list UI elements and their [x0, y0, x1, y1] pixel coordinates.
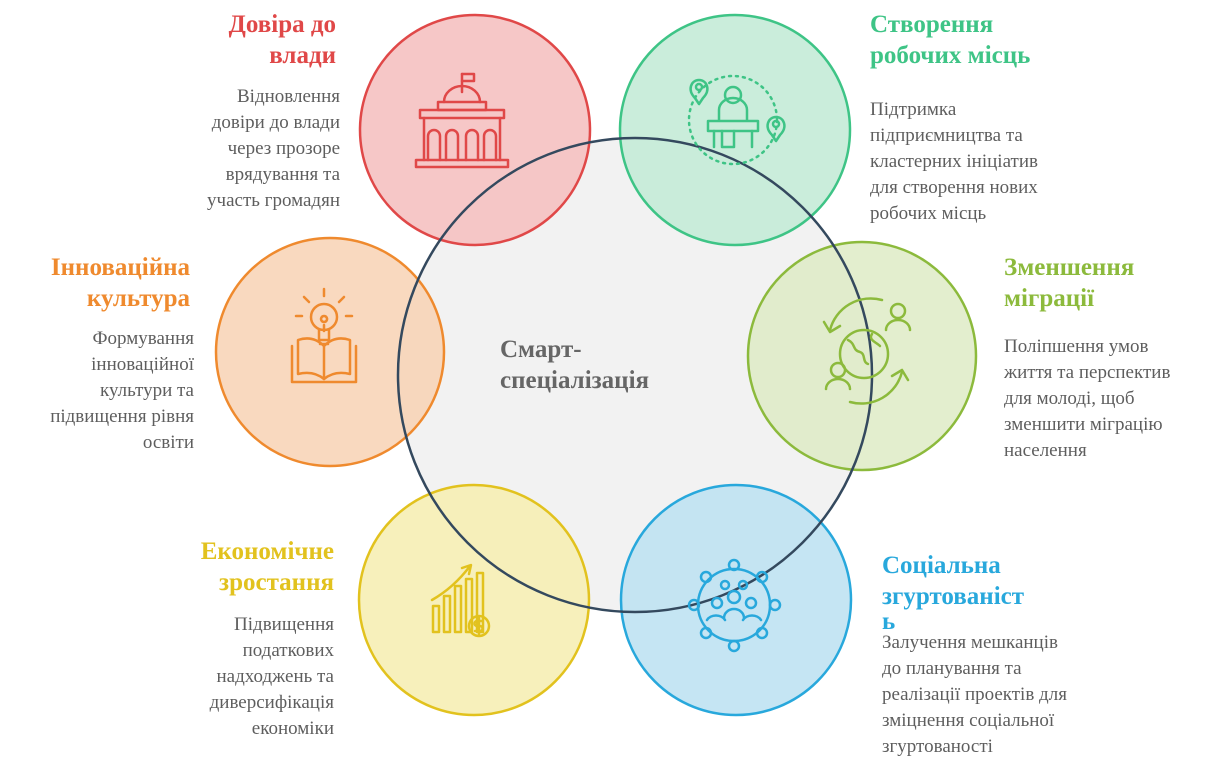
title-economy: Економічне зростання: [130, 536, 334, 598]
desc-trust-line: через прозоре: [227, 138, 340, 159]
desc-jobs-line: для створення нових: [870, 177, 1038, 198]
desc-migration-line: населення: [1004, 440, 1087, 461]
desc-cohesion: Залучення мешканців до планування та реа…: [882, 630, 1132, 760]
community-network-icon: [687, 558, 782, 653]
title-migration-line-2: міграції: [1004, 285, 1095, 312]
desc-innovation-line: культури та: [100, 380, 194, 401]
desc-economy-line: податкових: [242, 640, 334, 661]
title-trust-line-2: влади: [269, 42, 336, 69]
growth-chart-coin-icon: [430, 563, 491, 638]
title-cohesion-line-1: Соціальна: [882, 552, 1001, 579]
workplace-location-icon: [687, 74, 786, 166]
desc-economy: Підвищення податкових надходжень та диве…: [114, 612, 334, 742]
desc-cohesion-line: згуртованості: [882, 736, 993, 757]
desc-innovation-line: інноваційної: [91, 354, 194, 375]
center-label-line-1: Смарт-: [500, 336, 582, 363]
title-trust: Довіра до влади: [140, 9, 336, 71]
title-innovation-line-1: Інноваційна: [50, 254, 190, 281]
center-circle-outline: [396, 136, 874, 614]
title-economy-line-1: Економічне: [200, 538, 334, 565]
desc-jobs: Підтримка підприємництва та кластерних і…: [870, 97, 1110, 227]
desc-cohesion-line: до планування та: [882, 658, 1022, 679]
title-innovation: Інноваційна культура: [6, 252, 190, 314]
desc-trust-line: Відновлення: [237, 86, 340, 107]
center-label: Смарт- спеціалізація: [500, 334, 750, 396]
desc-economy-line: Підвищення: [234, 614, 334, 635]
title-migration: Зменшення міграції: [1004, 252, 1204, 314]
desc-cohesion-line: Залучення мешканців: [882, 632, 1058, 653]
title-cohesion: Соціальна згуртованіст ь: [882, 550, 1112, 635]
desc-jobs-line: робочих місць: [870, 203, 987, 224]
circle-innovation: [214, 236, 446, 468]
desc-economy-line: диверсифікація: [209, 692, 334, 713]
title-jobs: Створення робочих місць: [870, 9, 1110, 71]
globe-people-cycle-icon: [822, 297, 912, 405]
desc-trust-line: врядування та: [225, 164, 340, 185]
title-jobs-line-1: Створення: [870, 11, 994, 38]
desc-innovation-line: освіти: [142, 432, 194, 453]
desc-economy-line: економіки: [251, 718, 334, 739]
desc-trust-line: участь громадян: [207, 190, 340, 211]
desc-jobs-line: Підтримка: [870, 99, 957, 120]
lightbulb-book-icon: [290, 287, 358, 384]
title-cohesion-line-2: згуртованіст: [882, 583, 1025, 610]
desc-migration: Поліпшення умов життя та перспектив для …: [1004, 334, 1217, 464]
desc-cohesion-line: зміцнення соціальної: [882, 710, 1055, 731]
circle-cohesion: [619, 483, 853, 717]
desc-innovation-line: підвищення рівня: [50, 406, 194, 427]
title-migration-line-1: Зменшення: [1004, 254, 1135, 281]
center-label-line-2: спеціалізація: [500, 367, 650, 394]
circle-migration: [746, 240, 978, 472]
title-economy-line-2: зростання: [219, 569, 334, 596]
title-cohesion-line-3: ь: [882, 608, 896, 635]
desc-trust: Відновлення довіри до влади через прозор…: [120, 84, 340, 214]
desc-jobs-line: підприємництва та: [870, 125, 1023, 146]
desc-migration-line: Поліпшення умов: [1004, 336, 1149, 357]
parliament-building-icon: [414, 72, 510, 169]
desc-cohesion-line: реалізації проектів для: [882, 684, 1067, 705]
title-jobs-line-2: робочих місць: [870, 42, 1031, 69]
circle-economy: [357, 483, 591, 717]
desc-trust-line: довіри до влади: [211, 112, 340, 133]
desc-jobs-line: кластерних ініціатив: [870, 151, 1038, 172]
desc-migration-line: життя та перспектив: [1004, 362, 1171, 383]
desc-economy-line: надходжень та: [216, 666, 334, 687]
title-trust-line-1: Довіра до: [228, 11, 336, 38]
title-innovation-line-2: культура: [86, 285, 190, 312]
desc-migration-line: для молоді, щоб: [1004, 388, 1135, 409]
desc-migration-line: зменшити міграцію: [1004, 414, 1163, 435]
desc-innovation: Формування інноваційної культури та підв…: [0, 326, 194, 456]
desc-innovation-line: Формування: [92, 328, 194, 349]
